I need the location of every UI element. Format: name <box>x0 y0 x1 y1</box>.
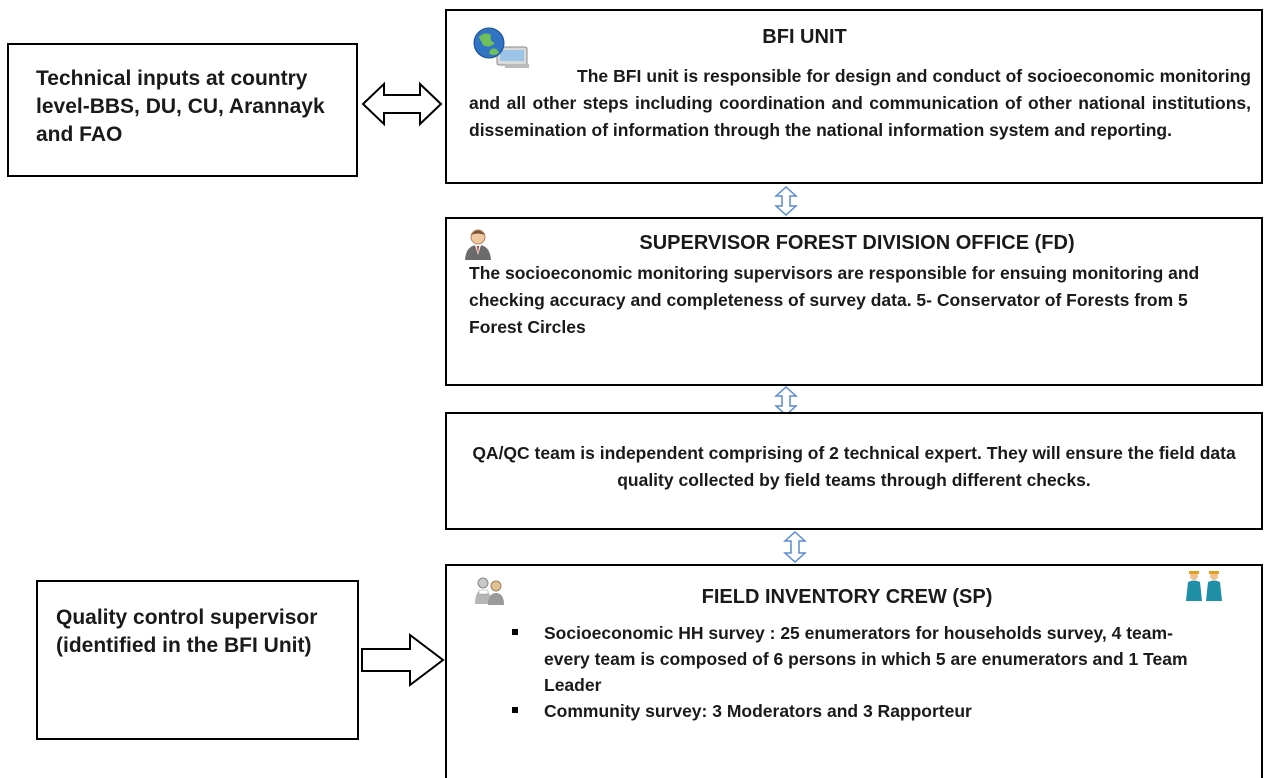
technical-inputs-text: Technical inputs at country level-BBS, D… <box>36 67 325 146</box>
connector-arrow-3 <box>783 530 807 564</box>
bfi-unit-title: BFI UNIT <box>762 26 847 48</box>
qa-qc-box: QA/QC team is independent comprising of … <box>445 412 1263 530</box>
globe-computer-icon <box>473 27 529 68</box>
qa-qc-description: QA/QC team is independent comprising of … <box>472 443 1236 490</box>
field-crew-bullet-item: Community survey: 3 Moderators and 3 Rap… <box>509 698 1209 724</box>
field-crew-bullet-list: Socioeconomic HH survey : 25 enumerators… <box>509 620 1209 724</box>
field-inventory-crew-box: FIELD INVENTORY CREW (SP) Socioeconomic … <box>445 564 1263 778</box>
technical-inputs-box: Technical inputs at country level-BBS, D… <box>7 43 358 177</box>
bfi-unit-description: The BFI unit is responsible for design a… <box>469 66 1251 140</box>
quality-control-supervisor-box: Quality control supervisor (identified i… <box>36 580 359 740</box>
supervisor-title: SUPERVISOR FOREST DIVISION OFFICE (FD) <box>639 232 1075 254</box>
supervisor-box: SUPERVISOR FOREST DIVISION OFFICE (FD) T… <box>445 217 1263 386</box>
field-inventory-crew-title: FIELD INVENTORY CREW (SP) <box>701 586 993 608</box>
businessman-icon <box>465 229 491 260</box>
supervisor-description: The socioeconomic monitoring supervisors… <box>469 263 1200 337</box>
double-arrow-icon <box>361 81 443 127</box>
quality-control-supervisor-text: Quality control supervisor (identified i… <box>56 606 318 657</box>
workers-icon <box>1186 571 1222 601</box>
right-arrow-icon <box>361 632 445 688</box>
connector-arrow-1 <box>774 185 798 217</box>
two-people-icon <box>475 577 504 605</box>
bfi-unit-box: BFI UNIT The BFI unit is responsible for… <box>445 9 1263 184</box>
field-crew-bullet-item: Socioeconomic HH survey : 25 enumerators… <box>509 620 1209 698</box>
